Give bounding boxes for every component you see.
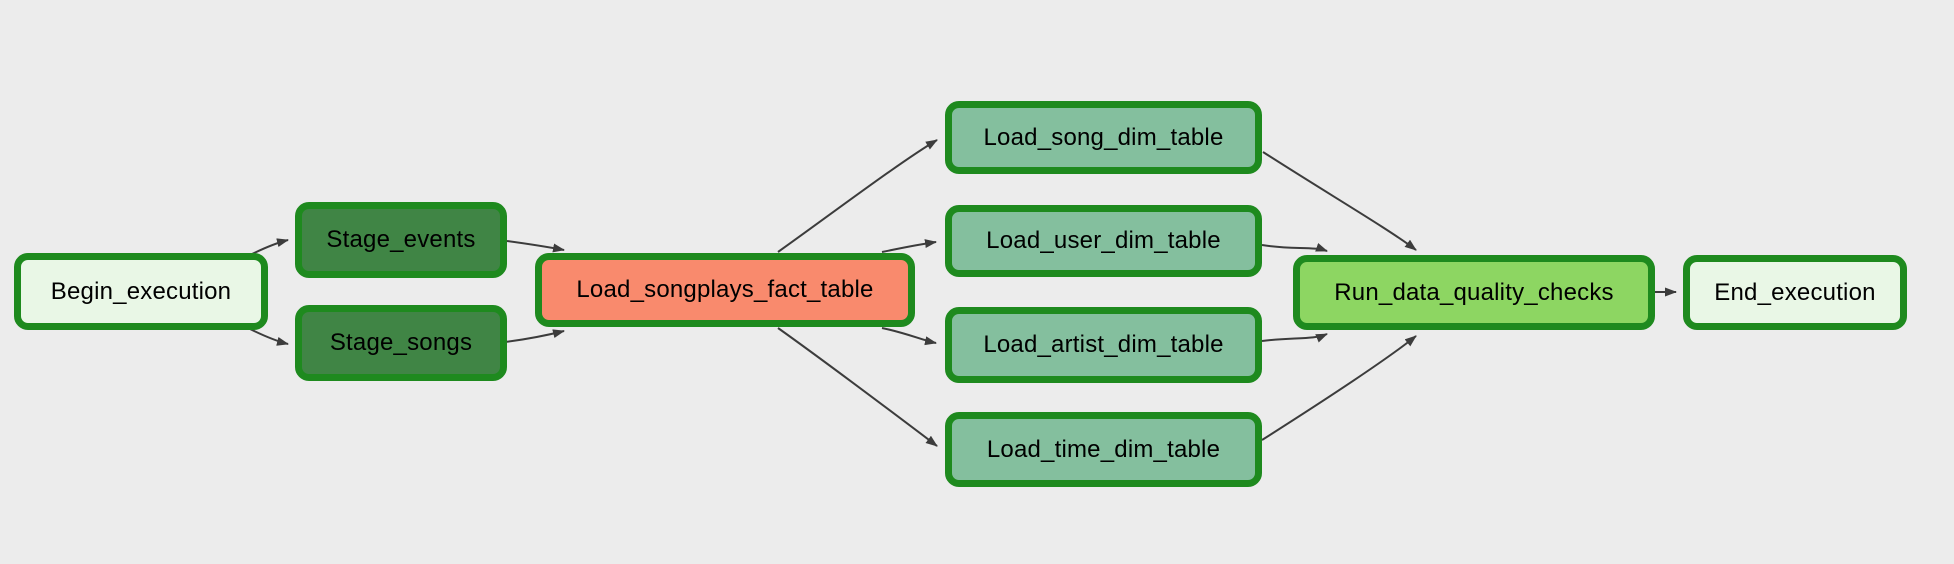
edge-load_songplays_fact_table-to-load_song_dim_table — [777, 139, 938, 253]
node-label: Load_songplays_fact_table — [576, 276, 874, 303]
node-label: Load_time_dim_table — [986, 435, 1221, 463]
node-label: Run_data_quality_checks — [1334, 278, 1614, 306]
node-stage_events[interactable]: Stage_events — [295, 202, 507, 278]
edge-stage_events-to-load_songplays_fact_table — [506, 240, 565, 253]
node-label: Stage_songs — [329, 329, 473, 356]
node-label: Stage_events — [326, 226, 476, 253]
node-label: Begin_execution — [50, 277, 232, 305]
node-end_execution[interactable]: End_execution — [1683, 255, 1907, 330]
edge-load_user_dim_table-to-run_data_quality_checks — [1261, 243, 1328, 252]
edge-load_songplays_fact_table-to-load_user_dim_table — [881, 239, 937, 253]
node-load_user_dim_table[interactable]: Load_user_dim_table — [945, 205, 1262, 277]
node-load_song_dim_table[interactable]: Load_song_dim_table — [945, 101, 1262, 174]
node-load_songplays_fact_table[interactable]: Load_songplays_fact_table — [535, 253, 915, 327]
node-load_artist_dim_table[interactable]: Load_artist_dim_table — [945, 307, 1262, 383]
edge-load_songplays_fact_table-to-load_artist_dim_table — [881, 327, 937, 346]
node-begin_execution[interactable]: Begin_execution — [14, 253, 268, 330]
edge-load_time_dim_table-to-run_data_quality_checks — [1261, 335, 1417, 441]
node-label: End_execution — [1714, 278, 1876, 306]
edge-load_songplays_fact_table-to-load_time_dim_table — [777, 327, 938, 447]
edge-begin_execution-to-stage_songs — [247, 327, 289, 346]
edge-stage_songs-to-load_songplays_fact_table — [504, 329, 565, 343]
edge-load_artist_dim_table-to-run_data_quality_checks — [1261, 333, 1328, 343]
node-run_data_quality_checks[interactable]: Run_data_quality_checks — [1293, 255, 1655, 330]
edge-load_song_dim_table-to-run_data_quality_checks — [1262, 151, 1417, 251]
node-load_time_dim_table[interactable]: Load_time_dim_table — [945, 412, 1262, 487]
node-label: Load_song_dim_table — [983, 123, 1224, 151]
node-stage_songs[interactable]: Stage_songs — [295, 305, 507, 381]
node-label: Load_artist_dim_table — [983, 331, 1224, 358]
node-label: Load_user_dim_table — [986, 227, 1221, 254]
